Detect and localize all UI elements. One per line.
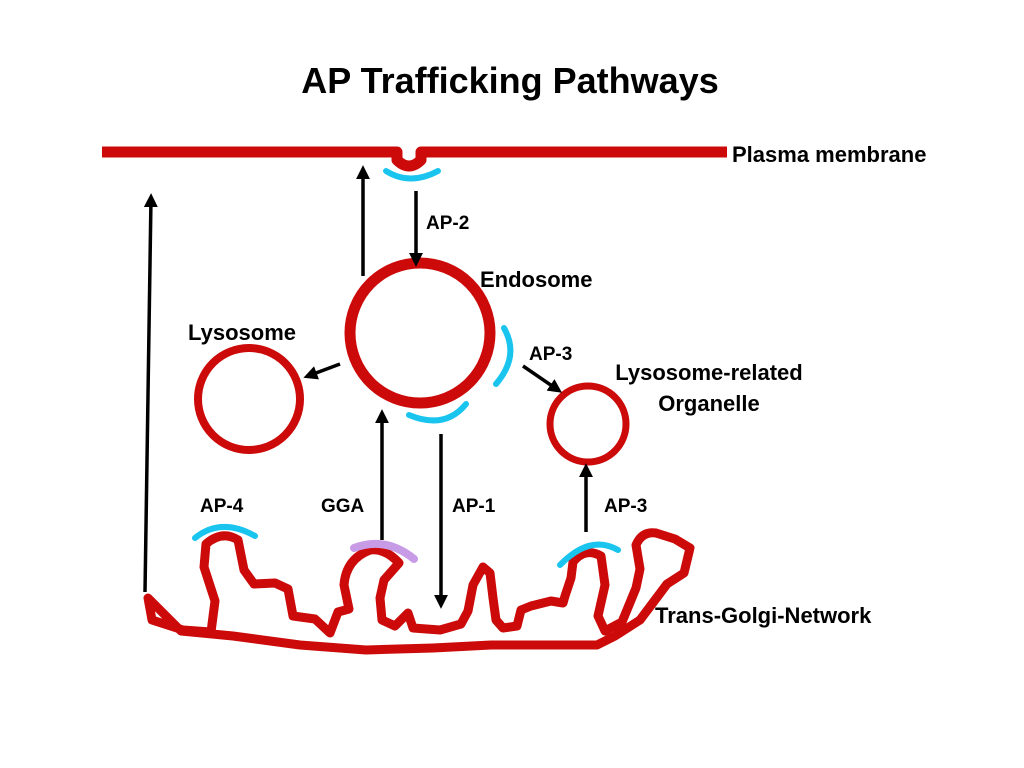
lro-label-line2: Organelle: [658, 391, 759, 416]
ap2-label: AP-2: [426, 213, 469, 234]
tgn-label: Trans-Golgi-Network: [655, 603, 872, 628]
endosome-label: Endosome: [480, 267, 592, 292]
ap1-endosome-coat: [406, 401, 469, 424]
arrow-endosome-to-lysosome: [303, 362, 341, 380]
lro-label-line1: Lysosome-related: [615, 360, 802, 385]
gga-label: GGA: [321, 496, 365, 517]
ap3-endosome-label: AP-3: [529, 344, 572, 365]
endosome: [344, 257, 496, 409]
ap3-endosome-coat: [493, 325, 514, 387]
plasma-membrane: [102, 146, 727, 172]
lysosome-related-organelle: [546, 382, 630, 466]
ap3-tgn-coat: [557, 541, 621, 568]
ap1-label: AP-1: [452, 496, 496, 517]
ap4-coat: [192, 524, 258, 541]
ap3-tgn-label: AP-3: [604, 496, 647, 517]
lysosome: [194, 344, 304, 454]
lysosome-label: Lysosome: [188, 320, 296, 345]
ap4-label: AP-4: [200, 496, 244, 517]
gga-coat: [350, 539, 418, 563]
plasma-membrane-label: Plasma membrane: [732, 142, 926, 167]
diagram-title: AP Trafficking Pathways: [301, 60, 718, 101]
ap2-coat: [383, 168, 441, 182]
arrow-endosome-to-lro: [522, 364, 563, 393]
trans-golgi-network: [143, 528, 695, 655]
arrow-tgn-to-plasma-membrane: [143, 193, 158, 593]
